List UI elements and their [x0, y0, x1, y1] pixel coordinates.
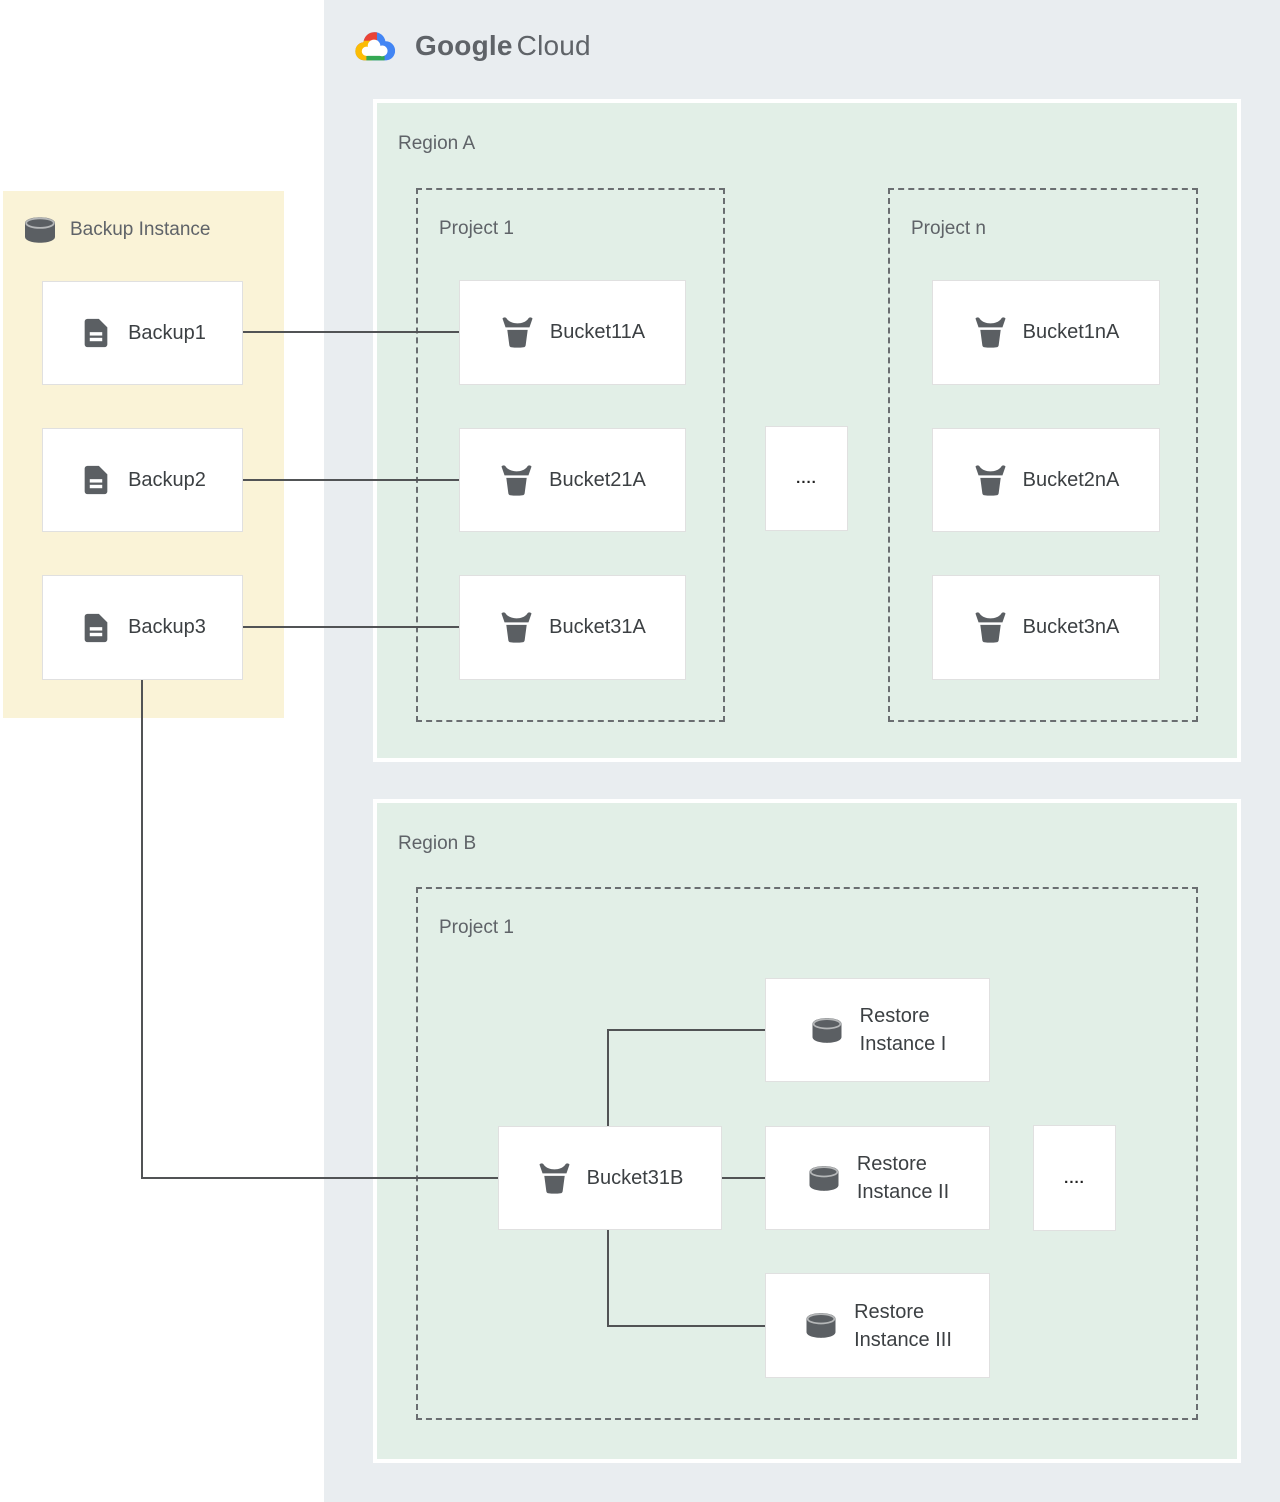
node-bucket11a: Bucket11A — [459, 280, 686, 385]
node-label-restore-instance-3: Restore Instance III — [854, 1298, 952, 1354]
node-backup2: Backup2 — [42, 428, 243, 532]
region-b-project-1: Project 1 — [416, 887, 1198, 1420]
logo-word-cloud: Cloud — [516, 29, 591, 61]
storage-bucket-icon — [973, 315, 1008, 350]
document-icon — [79, 463, 113, 497]
backup-instance-title: Backup Instance — [70, 219, 211, 240]
google-cloud-icon — [352, 27, 398, 64]
connector-backup1-bucket11a — [243, 331, 459, 333]
connector-bucket31b-down — [607, 1230, 609, 1327]
node-label-backup3: Backup3 — [128, 616, 206, 638]
backup-instance-header: Backup Instance — [21, 215, 210, 245]
node-label-backup2: Backup2 — [128, 468, 206, 491]
node-bucket31a: Bucket31A — [459, 575, 686, 680]
node-label-bucket21a: Bucket21A — [549, 468, 646, 491]
node-label-bucket3na: Bucket3nA — [1022, 616, 1120, 638]
storage-bucket-icon — [499, 463, 534, 498]
region-a-project-n: Project n — [888, 188, 1198, 722]
node-restore-instance-2: Restore Instance II — [765, 1126, 990, 1230]
connector-backup3-bucket31a — [243, 626, 459, 628]
ellipsis-region-b: .... — [1033, 1125, 1116, 1231]
node-label-bucket2na: Bucket2nA — [1022, 468, 1120, 491]
connector-bucket31b-up — [607, 1029, 609, 1126]
node-bucket3na: Bucket3nA — [932, 575, 1160, 680]
restore-line2: Instance III — [854, 1328, 952, 1351]
logo-word-google: Google — [415, 29, 513, 61]
node-bucket21a: Bucket21A — [459, 428, 686, 532]
restore-line1: Restore — [859, 1005, 930, 1027]
storage-bucket-icon — [500, 315, 535, 350]
connector-bucket31b-restore3 — [607, 1325, 765, 1327]
database-icon — [21, 215, 59, 245]
restore-line2: Instance II — [856, 1181, 950, 1203]
document-icon — [79, 611, 113, 645]
node-label-bucket11a: Bucket11A — [549, 321, 646, 343]
node-bucket2na: Bucket2nA — [932, 428, 1160, 532]
restore-line1: Restore — [856, 1153, 927, 1175]
region-b-label: Region B — [398, 833, 477, 854]
document-icon — [79, 316, 113, 350]
region-b-project-1-label: Project 1 — [439, 917, 514, 938]
node-backup1: Backup1 — [42, 281, 243, 385]
node-bucket31b: Bucket31B — [498, 1126, 722, 1230]
restore-line2: Instance I — [859, 1033, 947, 1055]
storage-bucket-icon — [499, 610, 534, 645]
storage-bucket-icon — [973, 610, 1008, 645]
storage-bucket-icon — [537, 1161, 572, 1196]
restore-line1: Restore — [854, 1300, 925, 1323]
connector-backup3-down — [141, 680, 143, 1179]
node-label-bucket1na: Bucket1nA — [1022, 321, 1120, 343]
database-icon — [806, 1164, 842, 1193]
node-restore-instance-3: Restore Instance III — [765, 1273, 990, 1378]
storage-bucket-icon — [973, 463, 1008, 498]
node-label-bucket31a: Bucket31A — [549, 616, 646, 638]
database-icon — [809, 1016, 845, 1045]
ellipsis-text: .... — [1064, 1169, 1085, 1187]
region-a-project-1-label: Project 1 — [439, 218, 514, 239]
connector-backup3-bucket31b — [141, 1177, 498, 1179]
region-a-project-n-label: Project n — [911, 218, 986, 239]
node-backup3: Backup3 — [42, 575, 243, 680]
connector-backup2-bucket21a — [243, 479, 459, 481]
node-label-restore-instance-1: Restore Instance I — [860, 1002, 947, 1058]
connector-bucket31b-restore2 — [722, 1177, 765, 1179]
region-a-label: Region A — [398, 133, 476, 154]
region-a-project-1: Project 1 — [416, 188, 725, 722]
node-bucket1na: Bucket1nA — [932, 280, 1160, 385]
ellipsis-text: .... — [796, 470, 817, 487]
node-label-backup1: Backup1 — [128, 321, 206, 344]
database-icon — [803, 1311, 839, 1340]
connector-bucket31b-restore1 — [607, 1029, 765, 1031]
node-restore-instance-1: Restore Instance I — [765, 978, 990, 1082]
node-label-restore-instance-2: Restore Instance II — [857, 1150, 949, 1206]
node-label-bucket31b: Bucket31B — [586, 1166, 684, 1189]
ellipsis-region-a: .... — [765, 426, 848, 531]
